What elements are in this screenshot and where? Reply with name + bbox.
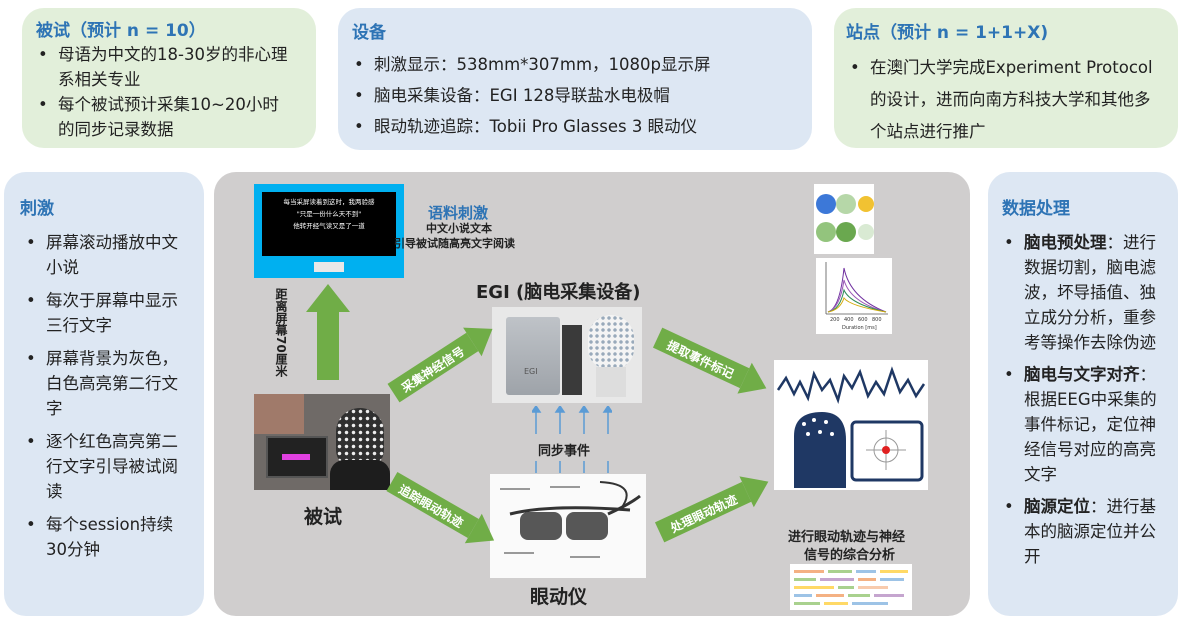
sites-item: 在澳门大学完成Experiment Protocol的设计，进而向南方科技大学和… [846, 52, 1158, 148]
equipment-list: 刺激显示：538mm*307mm，1080p显示屏 脑电采集设备：EGI 128… [350, 52, 800, 139]
eyetracker-image [490, 474, 646, 578]
sites-title: 站点（预计 n = 1+1+X) [846, 23, 1049, 43]
screen-line: 每当采屏读着到这时，我两验感 [283, 198, 375, 206]
participants-panel: 被试（预计 n = 10） 母语为中文的18-30岁的非心理系相关专业 每个被试… [22, 8, 316, 148]
participants-title: 被试（预计 n = 10） [36, 21, 206, 41]
extract-markers-arrow: 提取事件标记 [650, 322, 774, 404]
eyetracker-label: 眼动仪 [530, 586, 588, 608]
processing-list: 脑电预处理：进行数据切割，脑电滤波，坏导插值、独立成分分析，重参考等操作去除伪迹… [1000, 230, 1170, 576]
processing-panel: 数据处理 脑电预处理：进行数据切割，脑电滤波，坏导插值、独立成分分析，重参考等操… [988, 172, 1178, 616]
stimulus-item: 屏幕滚动播放中文小说 [22, 230, 190, 280]
processing-item-bold: 脑电与文字对齐 [1024, 365, 1140, 384]
processing-item-bold: 脑源定位 [1024, 497, 1090, 516]
process-eye-arrow: 处理眼动轨迹 [652, 466, 776, 548]
participants-item: 母语为中文的18-30岁的非心理系相关专业 [34, 42, 294, 92]
sync-arrow-icons [530, 404, 614, 434]
stimulus-title: 刺激 [20, 199, 54, 219]
egi-amplifier: EGI [506, 317, 560, 395]
monitor-image: 每当采屏读着到这时，我两验感 "只是一份什么天不到" 他转开经气读又是了一道 [254, 184, 404, 278]
processing-item-bold: 脑电预处理 [1024, 233, 1107, 252]
timeline-thumbnail [790, 564, 912, 610]
stimulus-item: 屏幕背景为灰色，白色高亮第二行文字 [22, 346, 190, 421]
erp-tick: 200 [830, 317, 840, 323]
timeline-svg [794, 570, 908, 605]
processing-item: 脑源定位：进行基本的脑源定位并公开 [1000, 494, 1170, 569]
egi-head-model [588, 315, 634, 369]
processing-item-text: ：根据EEG中采集的事件标记，定位神经信号对应的高亮文字 [1024, 365, 1157, 484]
glasses-icon [500, 481, 641, 558]
participants-list: 母语为中文的18-30岁的非心理系相关专业 每个被试预计采集10~20小时的同步… [34, 42, 294, 142]
equipment-item: 眼动轨迹追踪：Tobii Pro Glasses 3 眼动仪 [350, 114, 800, 139]
erp-xlabel: Duration [ms] [842, 325, 877, 331]
processing-item-text: ：进行数据切割，脑电滤波，坏导插值、独立成分分析，重参考等操作去除伪迹 [1024, 233, 1156, 352]
subject-head [336, 408, 384, 468]
sites-list: 在澳门大学完成Experiment Protocol的设计，进而向南方科技大学和… [846, 52, 1158, 148]
sites-panel: 站点（预计 n = 1+1+X) 在澳门大学完成Experiment Proto… [834, 8, 1178, 148]
monitor-screen: 每当采屏读着到这时，我两验感 "只是一份什么天不到" 他转开经气读又是了一道 [262, 192, 396, 256]
up-arrow [306, 284, 350, 380]
sync-label: 同步事件 [538, 444, 591, 459]
processing-item: 脑电预处理：进行数据切割，脑电滤波，坏导插值、独立成分分析，重参考等操作去除伪迹 [1000, 230, 1170, 355]
collect-signal-arrow: 采集神经信号 [384, 314, 502, 408]
stimulus-list: 屏幕滚动播放中文小说 每次于屏幕中显示三行文字 屏幕背景为灰色，白色高亮第二行文… [22, 230, 190, 570]
distance-label: 距离屏幕70厘米 [274, 288, 288, 377]
analysis-line-2: 信号的综合分析 [804, 548, 896, 563]
analysis-line-1: 进行眼动轨迹与神经 [788, 530, 906, 545]
erp-tick: 800 [872, 317, 882, 323]
stimulus-item: 每个session持续30分钟 [22, 512, 190, 562]
corpus-line-1: 中文小说文本 [426, 222, 492, 235]
track-eye-arrow: 追踪眼动轨迹 [383, 467, 503, 556]
equipment-title: 设备 [352, 23, 386, 43]
equipment-item: 刺激显示：538mm*307mm，1080p显示屏 [350, 52, 800, 77]
sync-arrows [530, 404, 614, 436]
topography-maps [814, 184, 874, 254]
erp-tick: 600 [858, 317, 868, 323]
stimulus-panel: 刺激 屏幕滚动播放中文小说 每次于屏幕中显示三行文字 屏幕背景为灰色，白色高亮第… [4, 172, 204, 616]
processing-item-text: ：进行基本的脑源定位并公开 [1024, 497, 1156, 566]
processing-item: 脑电与文字对齐：根据EEG中采集的事件标记，定位神经信号对应的高亮文字 [1000, 362, 1170, 487]
stimulus-item: 逐个红色高亮第二行文字引导被试阅读 [22, 429, 190, 504]
screen-line: "只是一份什么天不到" [296, 210, 362, 218]
erp-tick: 400 [844, 317, 854, 323]
erp-plot-svg: 200 400 600 800 Duration [ms] [825, 262, 888, 331]
subject-photo [254, 394, 390, 490]
egi-device-text: EGI [524, 367, 538, 376]
subject-monitor [266, 436, 328, 478]
workflow-panel: 每当采屏读着到这时，我两验感 "只是一份什么天不到" 他转开经气读又是了一道 语… [214, 172, 970, 616]
analysis-image [774, 360, 928, 490]
topomap-icon [816, 194, 874, 242]
egi-device-image: EGI [492, 307, 642, 403]
equipment-panel: 设备 刺激显示：538mm*307mm，1080p显示屏 脑电采集设备：EGI … [338, 8, 812, 150]
processing-title: 数据处理 [1002, 199, 1070, 219]
participants-item: 每个被试预计采集10~20小时的同步记录数据 [34, 92, 294, 142]
monitor-stand [314, 262, 344, 272]
sync-arrows-down [532, 458, 612, 473]
equipment-item: 脑电采集设备：EGI 128导联盐水电极帽 [350, 83, 800, 108]
analysis-svg [774, 360, 928, 490]
stimulus-item: 每次于屏幕中显示三行文字 [22, 288, 190, 338]
subject-label: 被试 [304, 506, 343, 528]
egi-label: EGI (脑电采集设备) [476, 282, 641, 303]
corpus-title: 语料刺激 [428, 204, 489, 222]
erp-plot: 200 400 600 800 Duration [ms] [816, 258, 892, 334]
sync-arrow-down-icons [535, 461, 609, 473]
corpus-line-2: 引导被试随高亮文字阅读 [394, 237, 515, 250]
screen-line: 他转开经气读又是了一道 [293, 222, 365, 230]
